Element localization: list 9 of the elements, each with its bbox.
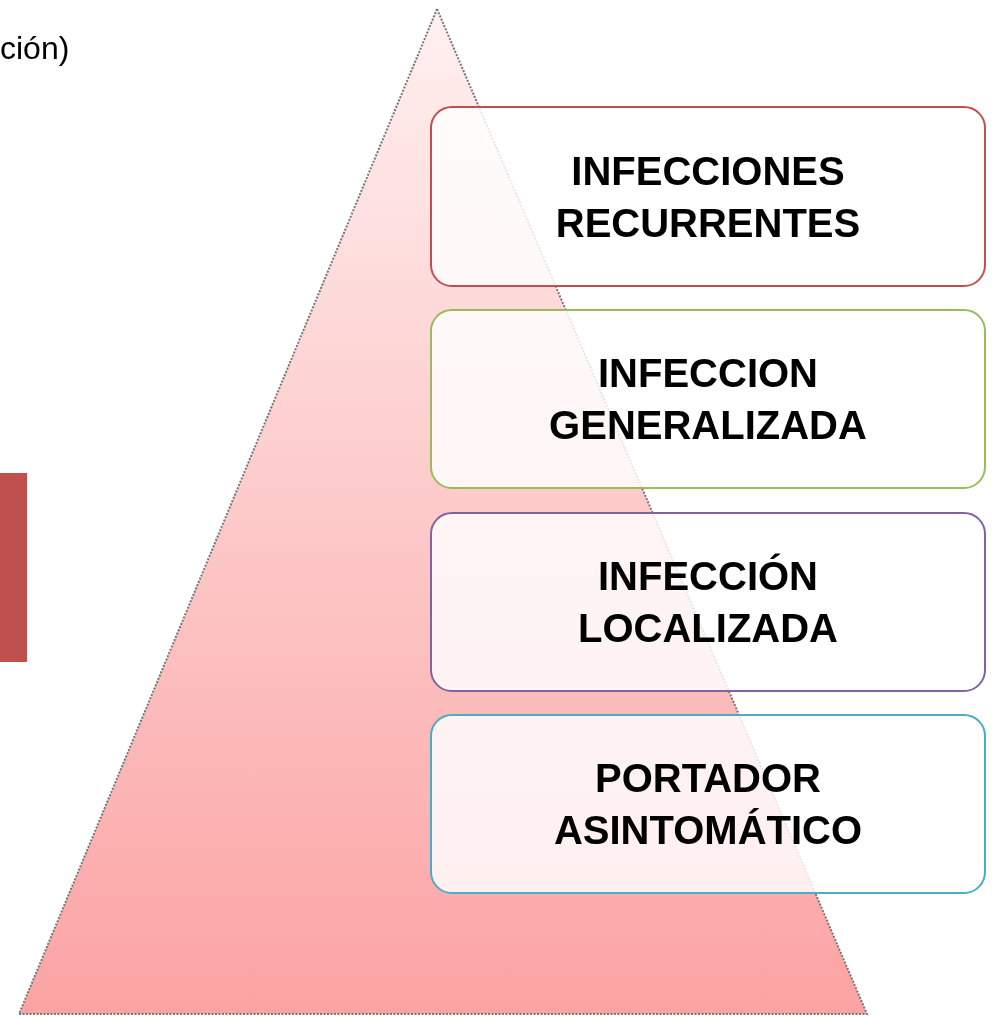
level-text: INFECCIÓN LOCALIZADA [577,552,839,652]
level-box [430,106,986,287]
partial-heading-text: ción) [0,30,70,67]
level-box [430,512,986,692]
level-box [430,309,986,489]
level-text: INFECCIONES RECURRENTES [554,147,862,247]
level-text: INFECCION GENERALIZADA [548,350,868,449]
level-box [430,714,986,894]
level-text: PORTADOR ASINTOMÁTICO [552,755,864,854]
